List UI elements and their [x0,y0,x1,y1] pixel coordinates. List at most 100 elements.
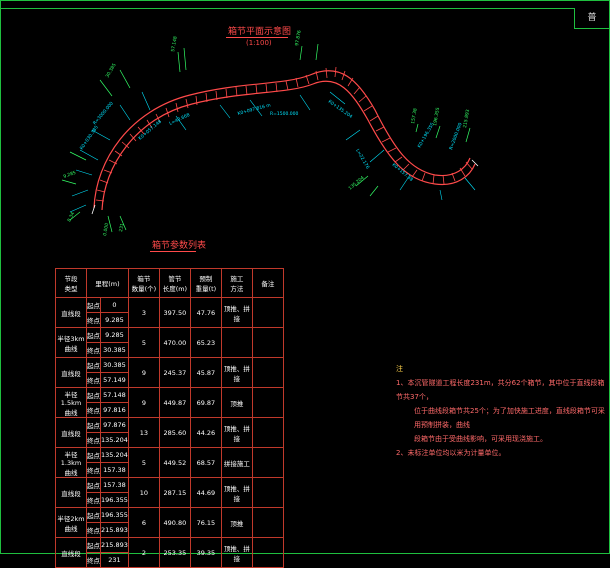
cell-end: 9.285 [100,312,129,328]
cell-length: 253.35 [158,537,191,568]
cell-method: 顶推、拼接 [220,477,253,508]
cell-weight: 45.87 [189,357,222,388]
cell-start: 57.148 [100,387,129,403]
note-2: 2、未标注单位均以米为计量单位。 [396,449,506,457]
svg-text:97.876: 97.876 [294,30,303,47]
cell-end: 196.355 [100,492,129,508]
cell-weight: 44.26 [189,417,222,448]
cell-method: 顶推、拼接 [220,417,253,448]
cell-start-label: 起点 [86,417,101,433]
segment-table: 节段 类型 里程(m) 箱节 数量(个) 管节 长度(m) 预制 重量(t) 施… [55,268,284,568]
svg-text:9.285: 9.285 [63,170,77,180]
header-count: 箱节 数量(个) [127,268,160,298]
cell-start-label: 起点 [86,537,101,553]
table-title: 箱节参数列表 [152,241,207,251]
cell-note [251,417,284,448]
cell-start-label: 起点 [86,387,101,403]
cell-length: 449.87 [158,387,191,418]
cell-count: 5 [127,447,160,478]
cell-type: 直线段 [55,477,87,508]
cell-end-label: 终点 [86,462,101,478]
svg-text:57.148: 57.148 [170,36,179,53]
plan-title: 箱节平面示意图 [228,27,292,37]
svg-text:157.38: 157.38 [410,108,419,125]
cell-method: 顶推、拼接 [220,537,253,568]
cell-start-label: 起点 [86,357,101,373]
cell-weight: 39.35 [189,537,222,568]
cell-note [251,387,284,418]
cell-end: 157.38 [100,462,129,478]
cell-end-label: 终点 [86,522,101,538]
plan-scale: (1:100) [246,39,272,47]
cell-start-label: 起点 [86,447,101,463]
cell-method: 顶推 [220,387,253,418]
plan-title-underline [226,37,288,38]
cell-count: 10 [127,477,160,508]
cell-end-label: 终点 [86,402,101,418]
cell-method: 拼接施工 [220,447,253,478]
header-type: 节段 类型 [55,268,87,298]
svg-text:135.204: 135.204 [347,175,365,192]
cell-end-label: 终点 [86,342,101,358]
cell-note [251,327,284,358]
svg-text:L=22.176: L=22.176 [354,148,370,170]
table-header-row: 节段 类型 里程(m) 箱节 数量(个) 管节 长度(m) 预制 重量(t) 施… [55,268,284,298]
cell-type: 直线段 [55,537,87,568]
cell-length: 397.50 [158,297,191,328]
cell-end-label: 终点 [86,312,101,328]
cell-end: 30.385 [100,342,129,358]
title-block[interactable]: 普 [574,8,609,29]
cell-end: 135.204 [100,432,129,448]
cell-count: 6 [127,507,160,538]
svg-text:K0+157.38: K0+157.38 [391,162,414,183]
header-method: 施工 方法 [220,268,253,298]
svg-text:215.893: 215.893 [462,109,471,129]
svg-text:30.385: 30.385 [105,62,118,79]
cell-end: 231 [100,552,129,568]
cell-count: 3 [127,297,160,328]
cell-length: 285.60 [158,417,191,448]
header-length: 管节 长度(m) [158,268,191,298]
svg-text:K0+135.204: K0+135.204 [327,99,354,120]
cell-end-label: 终点 [86,552,101,568]
cell-start: 215.893 [100,537,129,553]
cell-start: 9.285 [100,327,129,343]
cell-type: 直线段 [55,297,87,328]
cell-start: 0 [100,297,129,313]
note-1: 1、本沉管隧道工程长度231m，共分62个箱节，其中位于直线段箱节共37个， [396,379,605,401]
cell-start: 157.38 [100,477,129,493]
cell-note [251,507,284,538]
cell-end-label: 终点 [86,432,101,448]
header-chainage: 里程(m) [86,268,129,298]
cell-end: 97.816 [100,402,129,418]
cell-count: 9 [127,387,160,418]
cell-start: 30.385 [100,357,129,373]
dimension-lines-cyan [69,91,476,213]
cell-note [251,297,284,328]
cell-type: 半径2km 曲线 [55,507,87,538]
cell-start-label: 起点 [86,507,101,523]
tunnel-plan-drawing: K0+030.385 R=3000.000 K0+057.148 L=40.66… [61,30,479,236]
svg-text:R=1500.000: R=1500.000 [270,111,299,117]
cell-start: 97.876 [100,417,129,433]
cell-method: 顶推 [220,507,253,538]
cell-count: 9 [127,357,160,388]
note-1-cont-b: 段箱节由于受曲线影响，可采用现浇施工。 [414,435,547,443]
frame-top-line [0,8,574,9]
note-1-cont-a: 位于曲线段箱节共25个；为了加快施工进度，直线段箱节可采用预制拼装，曲线 [414,407,605,429]
svg-text:196.355: 196.355 [432,107,441,127]
cell-weight: 47.76 [189,297,222,328]
tunnel-outline-inner [101,80,476,211]
cell-weight: 65.23 [189,327,222,358]
